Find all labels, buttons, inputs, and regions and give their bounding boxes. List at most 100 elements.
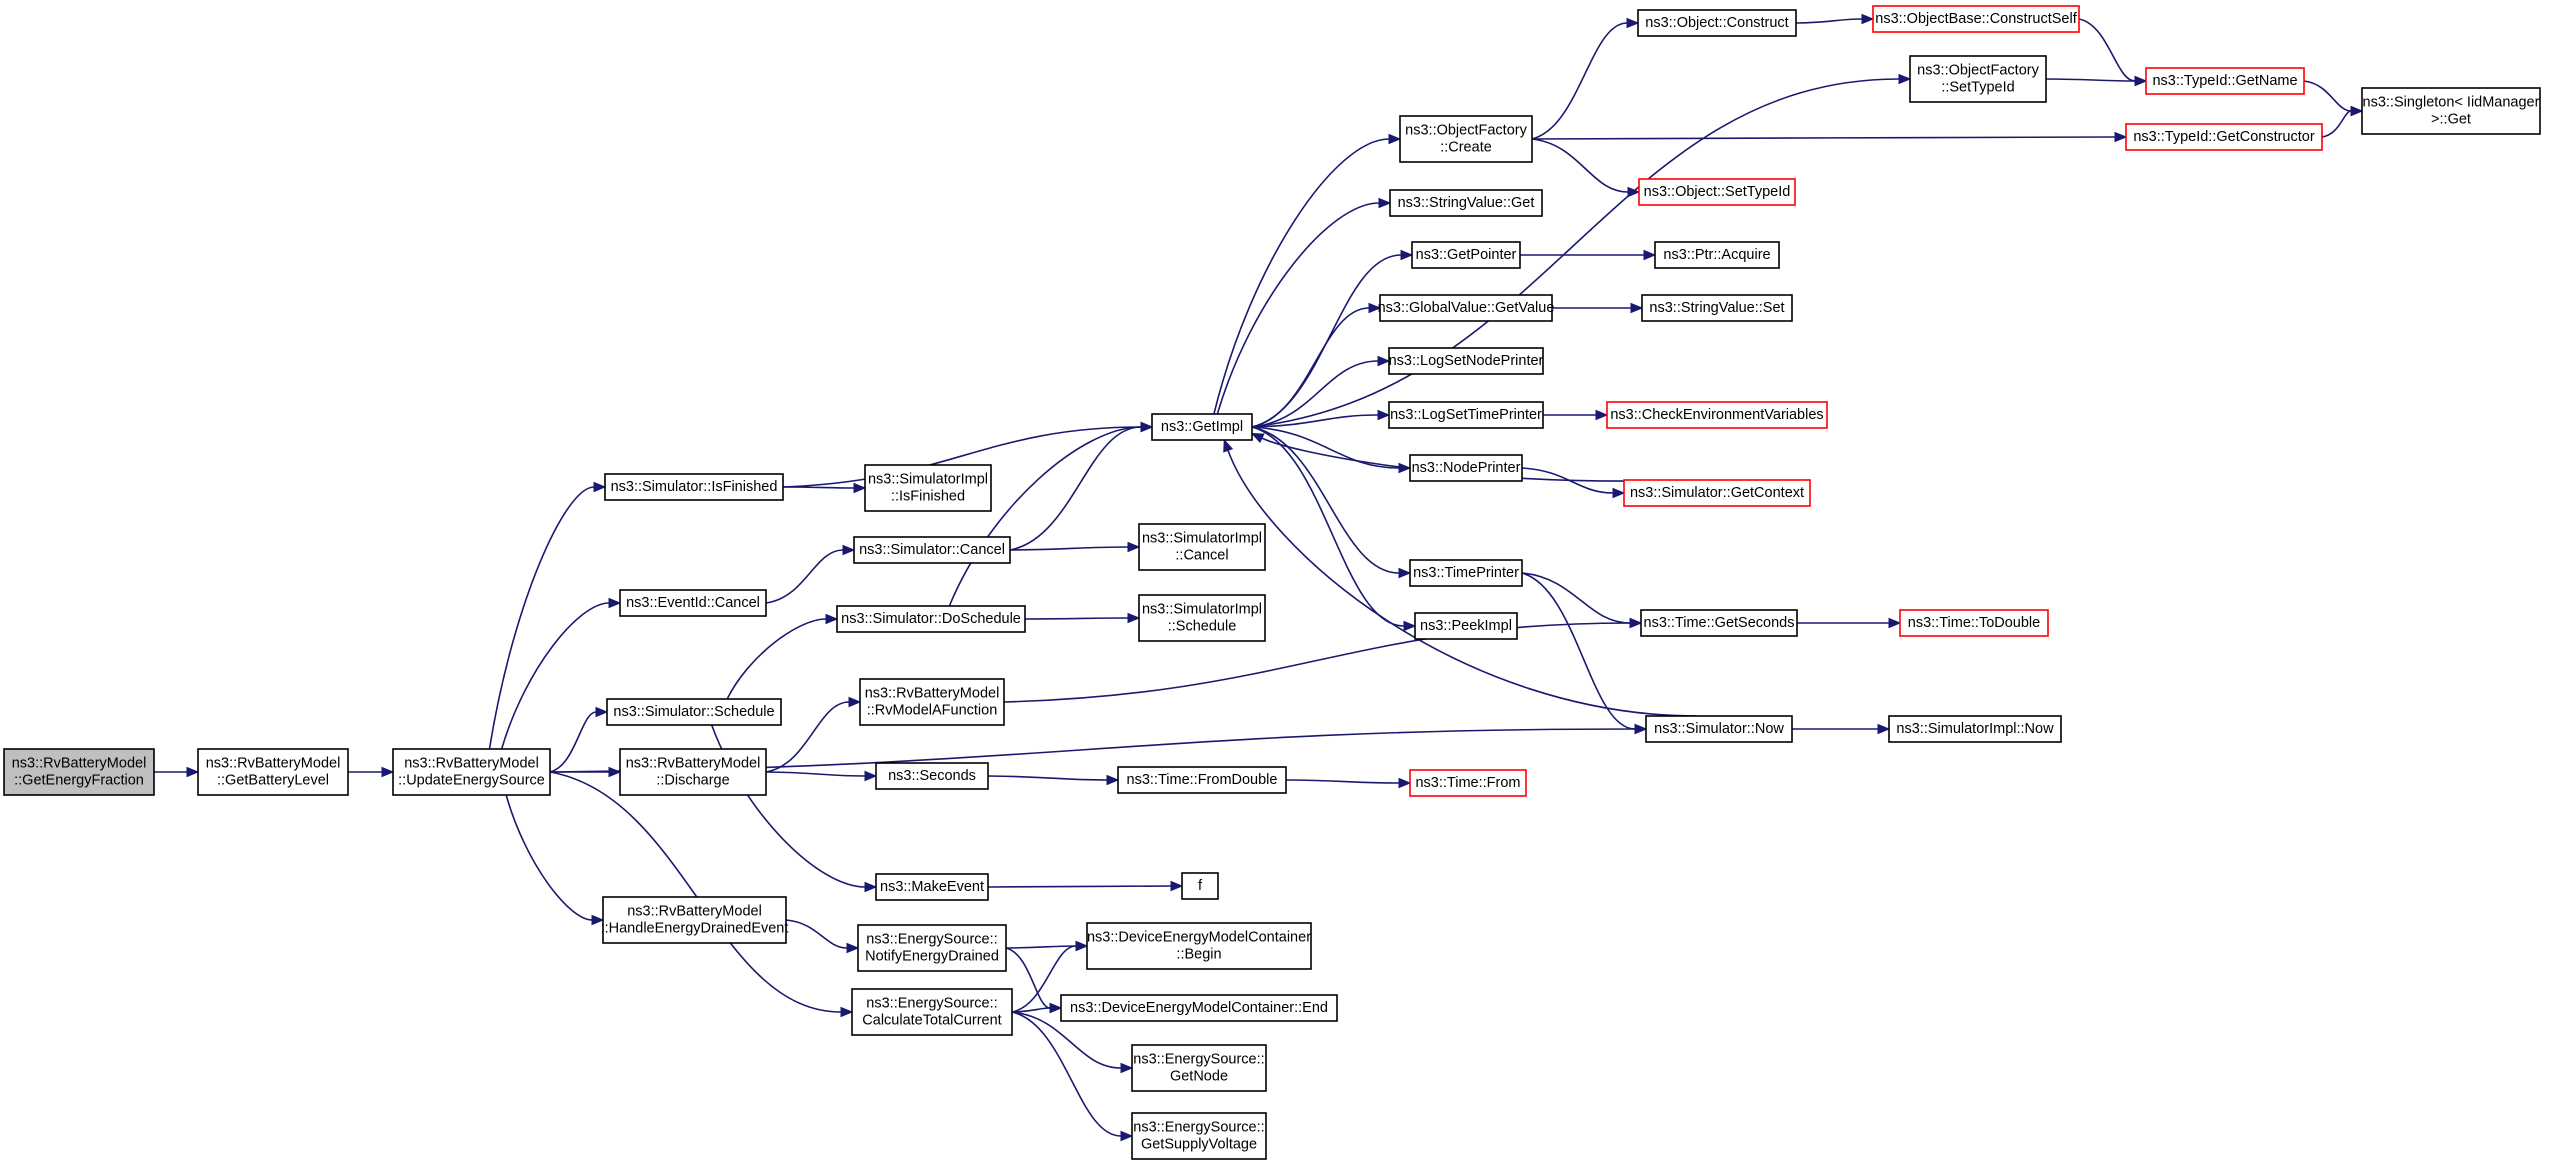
edge-getimpl-to-timeprinter	[1251, 426, 1412, 579]
edge-upd-to-calc	[549, 771, 854, 1018]
node-peekimpl[interactable]: ns3::PeekImpl	[1414, 612, 1518, 640]
arrowhead	[1595, 409, 1609, 421]
node-svget[interactable]: ns3::StringValue::Get	[1389, 189, 1543, 217]
node-label: ns3::GetImpl	[1161, 419, 1243, 435]
edge-line	[1003, 622, 1631, 703]
arrowhead	[1378, 197, 1392, 209]
arrowhead	[1127, 612, 1141, 624]
node-getimpl[interactable]: ns3::GetImpl	[1151, 413, 1253, 441]
node-gvget[interactable]: ns3::GlobalValue::GetValue	[1378, 294, 1555, 322]
node-calc[interactable]: ns3::EnergySource::CalculateTotalCurrent	[851, 988, 1013, 1036]
node-checkenv[interactable]: ns3::CheckEnvironmentVariables	[1606, 401, 1828, 429]
node-getsupply[interactable]: ns3::EnergySource::GetSupplyVoltage	[1131, 1112, 1267, 1160]
edge-line	[1009, 426, 1142, 551]
node-label: ns3::SimulatorImpl	[1142, 602, 1262, 618]
node-notify[interactable]: ns3::EnergySource::NotifyEnergyDrained	[857, 924, 1007, 972]
edge-line	[549, 771, 842, 1013]
edge-line	[987, 885, 1172, 888]
edge-line	[1531, 136, 2116, 140]
node-label: ns3::SimulatorImpl	[1142, 531, 1262, 547]
node-objbase[interactable]: ns3::ObjectBase::ConstructSelf	[1872, 5, 2080, 33]
node-typename[interactable]: ns3::TypeId::GetName	[2145, 67, 2305, 95]
edge-line	[765, 549, 844, 604]
node-getctx[interactable]: ns3::Simulator::GetContext	[1623, 479, 1811, 507]
arrowhead	[1898, 73, 1912, 85]
edge-makeev-to-f	[987, 880, 1184, 892]
edge-root-to-getbat	[154, 766, 200, 778]
node-label: ::Begin	[1176, 947, 1221, 963]
edge-getimpl-to-svget	[1216, 197, 1392, 415]
arrowhead	[1888, 617, 1902, 629]
node-rvfunc[interactable]: ns3::RvBatteryModel::RvModelAFunction	[859, 678, 1005, 726]
arrowhead	[1140, 421, 1154, 433]
node-ptracq[interactable]: ns3::Ptr::Acquire	[1654, 241, 1780, 269]
node-timeprinter[interactable]: ns3::TimePrinter	[1409, 559, 1523, 587]
node-upd[interactable]: ns3::RvBatteryModel::UpdateEnergySource	[392, 748, 551, 796]
node-box	[1409, 454, 1523, 482]
edge-rvfunc-to-getsec	[1003, 617, 1643, 703]
node-label: ns3::LogSetTimePrinter	[1390, 407, 1542, 423]
node-simnow[interactable]: ns3::Simulator::Now	[1645, 715, 1793, 743]
node-handle[interactable]: ns3::RvBatteryModel::HandleEnergyDrained…	[601, 896, 789, 944]
node-disch[interactable]: ns3::RvBatteryModel::Discharge	[619, 748, 767, 796]
node-makeev[interactable]: ns3::MakeEvent	[875, 873, 989, 901]
node-box	[859, 678, 1005, 726]
node-label: ns3::DeviceEnergyModelContainer	[1087, 930, 1311, 946]
node-box	[2145, 67, 2305, 95]
node-typector[interactable]: ns3::TypeId::GetConstructor	[2125, 123, 2323, 151]
node-label: ns3::Time::From	[1415, 775, 1520, 791]
node-siNow[interactable]: ns3::SimulatorImpl::Now	[1888, 715, 2062, 743]
node-sched[interactable]: ns3::Simulator::Schedule	[606, 698, 782, 726]
node-dosched[interactable]: ns3::Simulator::DoSchedule	[836, 605, 1026, 633]
node-f[interactable]: f	[1181, 872, 1219, 900]
node-demEnd[interactable]: ns3::DeviceEnergyModelContainer::End	[1060, 994, 1338, 1022]
node-box	[604, 473, 784, 501]
edge-nodeprinter-to-getctx	[1521, 467, 1626, 499]
edge-gvget-to-svset	[1551, 302, 1644, 314]
node-label: ns3::RvBatteryModel	[206, 756, 341, 772]
edge-line	[987, 775, 1108, 781]
node-label: ns3::DeviceEnergyModelContainer::End	[1070, 1000, 1328, 1016]
node-lsnp[interactable]: ns3::LogSetNodePrinter	[1388, 347, 1544, 375]
edge-getimpl-to-getptr	[1251, 249, 1414, 428]
node-objsettype[interactable]: ns3::Object::SetTypeId	[1638, 178, 1796, 206]
arrowhead	[1127, 541, 1141, 553]
arrowhead	[381, 766, 395, 778]
arrowhead	[864, 770, 878, 782]
node-root[interactable]: ns3::RvBatteryModel::GetEnergyFraction	[3, 748, 155, 796]
node-seconds[interactable]: ns3::Seconds	[875, 762, 989, 790]
node-lstp[interactable]: ns3::LogSetTimePrinter	[1388, 401, 1544, 429]
node-demBegin[interactable]: ns3::DeviceEnergyModelContainer::Begin	[1086, 922, 1312, 970]
node-siIsfin[interactable]: ns3::SimulatorImpl::IsFinished	[864, 464, 992, 512]
edge-line	[1521, 572, 1636, 730]
node-label: CalculateTotalCurrent	[862, 1013, 1001, 1029]
edge-line	[1521, 467, 1614, 494]
node-simcancel[interactable]: ns3::Simulator::Cancel	[853, 536, 1011, 564]
node-timefrom[interactable]: ns3::Time::From	[1409, 769, 1527, 797]
node-box	[857, 924, 1007, 972]
node-nodeprinter[interactable]: ns3::NodePrinter	[1409, 454, 1523, 482]
edge-getsec-to-todouble	[1796, 617, 1902, 629]
edge-disch-to-rvfunc	[765, 696, 862, 773]
node-objconstruct[interactable]: ns3::Object::Construct	[1637, 9, 1797, 37]
node-ofcreate[interactable]: ns3::ObjectFactory::Create	[1399, 115, 1533, 163]
node-getptr[interactable]: ns3::GetPointer	[1411, 241, 1521, 269]
node-singleton[interactable]: ns3::Singleton< IidManager>::Get	[2361, 87, 2541, 135]
node-ofsettype[interactable]: ns3::ObjectFactory::SetTypeId	[1909, 55, 2047, 103]
node-getsec[interactable]: ns3::Time::GetSeconds	[1640, 609, 1798, 637]
edge-line	[1009, 546, 1129, 551]
node-svset[interactable]: ns3::StringValue::Set	[1641, 294, 1793, 322]
edge-simcancel-to-siCancel	[1009, 541, 1141, 553]
node-label: ns3::EventId::Cancel	[626, 595, 760, 611]
node-fromdouble[interactable]: ns3::Time::FromDouble	[1117, 766, 1287, 794]
node-getnode[interactable]: ns3::EnergySource::GetNode	[1131, 1044, 1267, 1092]
node-label: ns3::PeekImpl	[1420, 618, 1512, 634]
node-todouble[interactable]: ns3::Time::ToDouble	[1899, 609, 2049, 637]
node-isfin[interactable]: ns3::Simulator::IsFinished	[604, 473, 784, 501]
node-label: ns3::GlobalValue::GetValue	[1378, 300, 1555, 316]
node-evcancel[interactable]: ns3::EventId::Cancel	[619, 589, 767, 617]
node-getbat[interactable]: ns3::RvBatteryModel::GetBatteryLevel	[197, 748, 349, 796]
node-label: ns3::Simulator::IsFinished	[611, 479, 778, 495]
node-siSched[interactable]: ns3::SimulatorImpl::Schedule	[1138, 594, 1266, 642]
node-siCancel[interactable]: ns3::SimulatorImpl::Cancel	[1138, 523, 1266, 571]
